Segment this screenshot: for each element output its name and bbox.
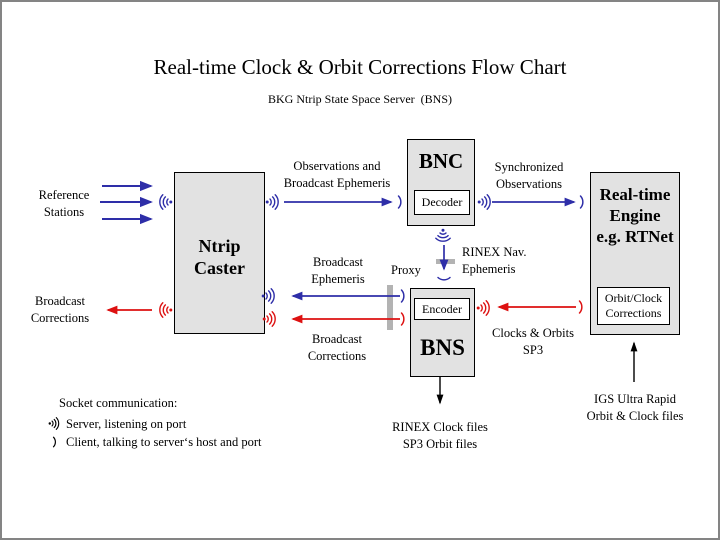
label-line: IGS Ultra Rapid — [594, 392, 676, 406]
label-line: RINEX Clock files — [392, 420, 488, 434]
server-socket-icon — [433, 228, 453, 244]
client-socket-icon — [397, 192, 405, 212]
legend-client-label: Client, talking to server‘s host and por… — [66, 435, 262, 449]
label-line: Observations — [496, 177, 562, 191]
label-line: SP3 — [522, 343, 544, 357]
client-socket-icon — [578, 297, 586, 317]
label-line: RINEX Nav. — [462, 245, 527, 259]
ntrip-caster-label-line: Caster — [194, 258, 245, 278]
page-subtitle: BKG Ntrip State Space Server (BNS) — [268, 92, 452, 106]
label-line: Broadcast — [313, 255, 363, 269]
legend-server-label: Server, listening on port — [66, 417, 187, 431]
label-line: Reference — [38, 188, 90, 202]
server-socket-icon — [261, 286, 277, 306]
orbit-clock-corrections-label: Orbit/Clock Corrections — [605, 291, 662, 321]
label-reference-stations: Reference Stations — [24, 187, 104, 221]
label-synchronized-observations: Synchronized Observations — [479, 159, 579, 193]
label-line: Ephemeris — [311, 272, 365, 286]
label-broadcast-ephemeris: Broadcast Ephemeris — [288, 254, 388, 288]
client-socket-icon — [400, 286, 408, 306]
client-socket-icon — [434, 276, 454, 284]
label-proxy: Proxy — [391, 263, 421, 277]
decoder-box: Decoder — [414, 190, 470, 215]
bns-label: BNS — [420, 335, 465, 360]
client-socket-icon — [52, 434, 59, 450]
orbit-clock-corrections-line: Orbit/Clock — [604, 291, 663, 305]
label-line: Stations — [43, 205, 85, 219]
orbit-clock-corrections-line: Corrections — [605, 306, 662, 320]
label-line: Observations and — [293, 159, 381, 173]
server-socket-icon — [262, 309, 278, 329]
realtime-engine-label-line: Engine — [609, 206, 661, 225]
proxy-bar-horizontal — [436, 259, 455, 264]
server-socket-icon — [477, 192, 493, 212]
label-line: Corrections — [307, 349, 367, 363]
realtime-engine-label-line: e.g. RTNet — [596, 227, 674, 246]
label-rinex-nav-ephemeris: RINEX Nav. Ephemeris — [462, 244, 542, 278]
client-socket-icon — [400, 309, 408, 329]
label-line: Synchronized — [494, 160, 564, 174]
client-socket-icon — [579, 192, 587, 212]
label-broadcast-corrections-out: Broadcast Corrections — [287, 331, 387, 365]
ntrip-caster-label-line: Ntrip — [198, 236, 241, 256]
legend-heading: Socket communication: — [59, 396, 178, 410]
server-socket-icon — [476, 298, 492, 318]
label-line: Corrections — [30, 311, 90, 325]
server-socket-icon — [157, 192, 173, 212]
realtime-engine-label-line: Real-time — [599, 185, 671, 204]
server-socket-icon — [157, 300, 173, 320]
label-rinex-clock-files: RINEX Clock files SP3 Orbit files — [380, 419, 500, 453]
orbit-clock-corrections-box: Orbit/Clock Corrections — [597, 287, 670, 325]
encoder-box: Encoder — [414, 298, 470, 320]
page-title: Real-time Clock & Orbit Corrections Flow… — [153, 55, 567, 79]
label-line: Broadcast Ephemeris — [283, 176, 391, 190]
label-line: Broadcast — [312, 332, 362, 346]
label-line: Ephemeris — [462, 262, 516, 276]
label-broadcast-corrections-in: Broadcast Corrections — [20, 293, 100, 327]
label-line: Clocks & Orbits — [492, 326, 574, 340]
label-line: SP3 Orbit files — [402, 437, 478, 451]
label-line: Orbit & Clock files — [586, 409, 684, 423]
label-observations-broadcast-ephemeris: Observations and Broadcast Ephemeris — [267, 158, 407, 192]
server-socket-icon — [48, 415, 61, 432]
label-line: Broadcast — [35, 294, 85, 308]
proxy-bar-vertical — [387, 285, 393, 330]
bnc-label: BNC — [418, 149, 464, 173]
realtime-engine-label: Real-time Engine e.g. RTNet — [590, 184, 680, 247]
ntrip-caster-label: Ntrip Caster — [174, 235, 265, 279]
label-igs-ultra-rapid: IGS Ultra Rapid Orbit & Clock files — [574, 391, 696, 425]
label-clocks-orbits-sp3: Clocks & Orbits SP3 — [483, 325, 583, 359]
ntrip-caster-box — [174, 172, 265, 334]
server-socket-icon — [265, 192, 281, 212]
